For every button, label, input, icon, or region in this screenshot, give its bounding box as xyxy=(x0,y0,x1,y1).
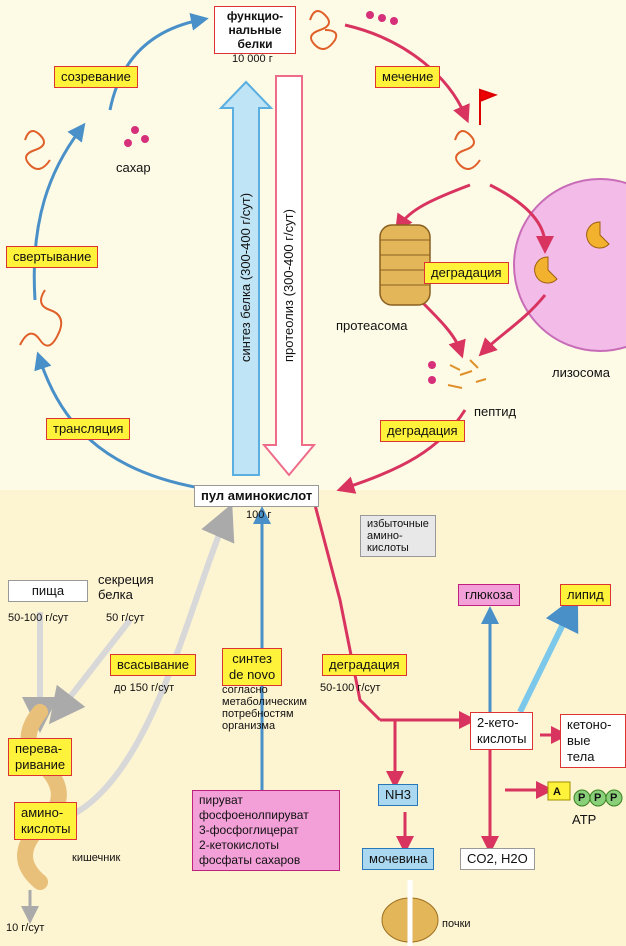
degradation-low-label: деградация xyxy=(322,654,407,676)
co2-h2o-label: CO2, H2O xyxy=(460,848,535,870)
proteolysis-vertical-label: протеолиз (300-400 г/сут) xyxy=(281,209,296,362)
proteasome-branch-arrow xyxy=(395,183,471,233)
sugar-dot xyxy=(428,376,436,384)
functional-amount: 10 000 г xyxy=(232,53,273,65)
atp-phosphate-2: P xyxy=(594,792,602,804)
peptide-fragments xyxy=(447,359,487,389)
glucose-label: глюкоза xyxy=(458,584,520,606)
lysosome-enzyme-icon xyxy=(586,221,610,249)
secretion-amount: 50 г/сут xyxy=(106,612,145,624)
sugar-dot xyxy=(390,17,398,25)
labeled-protein-coil xyxy=(454,130,481,170)
folding-label: свертывание xyxy=(6,246,99,268)
functional-proteins-label: функцио- нальные белки xyxy=(214,6,296,54)
atp-adenine: A xyxy=(553,786,561,798)
sugar-label: сахар xyxy=(116,160,151,175)
precursors-box: пируват фосфоенолпируват 3-фосфоглицерат… xyxy=(192,790,340,871)
sugar-dot xyxy=(131,126,139,134)
pool-amount: 100 г xyxy=(246,509,272,521)
lysosome-branch-arrow xyxy=(489,183,554,254)
excreted-amount: 10 г/сут xyxy=(6,922,45,934)
proteasome-to-peptide-arrow xyxy=(418,298,466,359)
peptide-label: пептид xyxy=(474,404,517,419)
proteasome-label: протеасома xyxy=(336,318,408,333)
excess-amino-acids-label: избыточные амино- кислоты xyxy=(360,515,436,557)
folding-cycle-arrow xyxy=(32,122,86,301)
sugar-dot xyxy=(378,14,386,22)
synthesis-denovo-label: синтез de novo xyxy=(222,648,283,686)
proteolysis-arrow xyxy=(261,75,317,477)
translation-label: трансляция xyxy=(46,418,131,440)
intestine-label: кишечник xyxy=(72,852,121,864)
atp-icon xyxy=(547,781,623,807)
amino-acids-label: амино- кислоты xyxy=(14,802,78,840)
proteasome-shape xyxy=(379,224,431,306)
digestion-label: перева- ривание xyxy=(8,738,73,776)
sugar-dot xyxy=(141,135,149,143)
secretion-to-digestion-arrow xyxy=(48,618,133,725)
absorption-amount: до 150 г/сут xyxy=(114,682,175,694)
maturing-protein-coil xyxy=(24,130,51,170)
food-label: пища xyxy=(8,580,88,602)
sugar-dot xyxy=(428,361,436,369)
absorption-label: всасывание xyxy=(110,654,196,676)
urea-label: мочевина xyxy=(362,848,435,870)
ketoacids-to-lipid-arrow xyxy=(517,593,579,714)
synthesis-vertical-label: синтез белка (300-400 г/сут) xyxy=(238,192,253,362)
nh3-label: NH3 xyxy=(378,784,419,806)
protein-synthesis-arrow xyxy=(218,80,274,476)
functional-protein-coil xyxy=(309,10,338,50)
degradation-mid-label: деградация xyxy=(380,420,465,442)
labeling-label: мечение xyxy=(375,66,441,88)
amino-acid-pool-label: пул аминокислот xyxy=(194,485,320,507)
red-flag-icon xyxy=(479,88,498,125)
atp-phosphate-1: P xyxy=(578,792,586,804)
absorption-to-pool-arrow xyxy=(59,503,235,823)
atp-label: ATP xyxy=(572,812,597,827)
lysosome-to-peptide-arrow xyxy=(478,294,547,357)
pool-to-excess-arrow xyxy=(313,504,382,722)
food-amount: 50-100 г/сут xyxy=(8,612,69,624)
degradation-amount: 50-100 г/сут xyxy=(320,682,381,694)
denovo-note: согласно метаболическим потребностям орг… xyxy=(222,684,307,732)
lipid-label: липид xyxy=(560,584,611,606)
kidney-icon xyxy=(381,880,439,946)
sugar-dot xyxy=(124,139,132,147)
ketone-bodies-label: кетоно- вые тела xyxy=(560,714,626,768)
kidney-label: почки xyxy=(442,918,471,930)
maturation-cycle-arrow xyxy=(108,12,209,111)
atp-phosphate-3: P xyxy=(610,792,618,804)
degradation-top-label: деградация xyxy=(424,262,509,284)
maturation-label: созревание xyxy=(54,66,138,88)
labeling-cycle-arrow xyxy=(344,23,470,124)
lysosome-label: лизосома xyxy=(552,365,610,380)
unfolded-chain xyxy=(19,289,63,347)
lysosome-enzyme-icon xyxy=(534,256,558,284)
secretion-label: секреция белка xyxy=(98,572,154,602)
keto-acids-label: 2-кето- кислоты xyxy=(470,712,534,750)
sugar-dot xyxy=(366,11,374,19)
